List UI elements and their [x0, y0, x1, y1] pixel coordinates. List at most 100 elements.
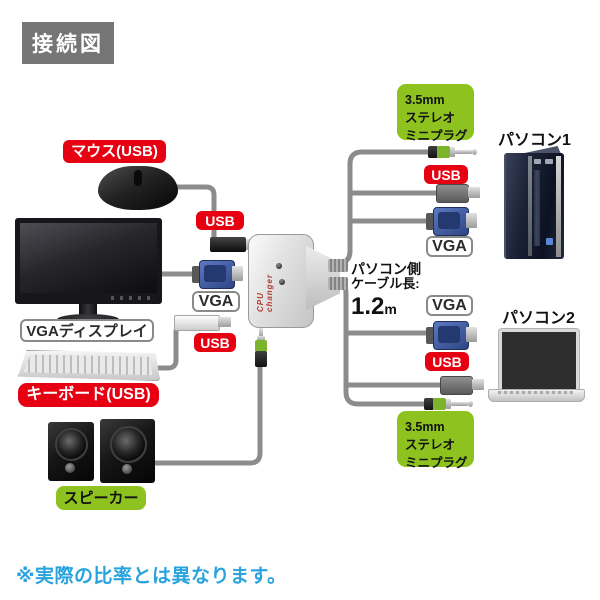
- monitor-image: [15, 218, 162, 325]
- usb-plug-tip: [472, 379, 484, 390]
- usb-label-keyboard: USB: [194, 333, 236, 352]
- cable-length-value: 1.2: [351, 293, 385, 321]
- audio-label-pc2: 3.5mm ステレオ ミニプラグ: [397, 411, 474, 470]
- audio-tip: [259, 328, 263, 337]
- speaker-left: [48, 422, 94, 481]
- monitor-buttons: [111, 296, 155, 300]
- speaker-right: [100, 419, 155, 483]
- audio-base: [428, 146, 438, 158]
- laptop-keyboard: [498, 391, 573, 394]
- audio-shaft: [455, 150, 472, 154]
- keyboard-image: [18, 350, 160, 381]
- vga-face: [438, 326, 460, 343]
- laptop-screen: [499, 329, 579, 394]
- vga-tip: [466, 213, 477, 228]
- usb-plug-tip: [218, 317, 231, 327]
- keyboard-label: キーボード(USB): [18, 383, 159, 407]
- audio-collar: [446, 399, 451, 409]
- audio-base: [424, 398, 434, 410]
- audio-label-line2: ステレオ: [405, 438, 456, 453]
- usb-plug-body: [436, 184, 469, 203]
- audio-tip: [472, 149, 477, 155]
- audio-plug-pc1-icon: [428, 145, 480, 159]
- display-label: VGAディスプレイ: [20, 319, 154, 342]
- pc2-label: パソコン2: [502, 310, 575, 327]
- tower-logo: [546, 238, 553, 245]
- usb-plug-body: [440, 376, 473, 395]
- audio-label-line3: ミニプラグ: [405, 129, 468, 144]
- usb-label-pc2: USB: [425, 352, 469, 371]
- mouse-label: マウス(USB): [63, 140, 166, 163]
- diagram-title: 接続図: [22, 22, 114, 64]
- cable-length-unit: m: [384, 301, 397, 318]
- speaker-knob: [122, 464, 132, 474]
- mouse-image: [98, 164, 178, 211]
- usb-plug-keyboard-icon: [174, 315, 234, 331]
- usb-plug-tip: [468, 187, 480, 198]
- monitor-screen: [20, 223, 157, 293]
- audio-label-line1: 3.5mm: [405, 420, 445, 434]
- usb-plug-body: [210, 237, 246, 252]
- kvm-switch-image: CPU changer: [248, 230, 352, 330]
- footer-note: ※実際の比率とは異なります。: [16, 566, 287, 587]
- usb-plug-pc2-icon: [440, 376, 486, 395]
- vga-plug-pc2-icon: [426, 319, 477, 350]
- tower-optical-drive: [534, 170, 540, 246]
- audio-band: [433, 398, 446, 410]
- usb-plug-body: [174, 315, 220, 331]
- vga-label-pc1: VGA: [426, 236, 473, 257]
- vga-face: [204, 265, 226, 282]
- speakers-label: スピーカー: [56, 486, 146, 510]
- cable-note-line1: パソコン側: [351, 261, 421, 277]
- mouse-wheel: [134, 170, 142, 186]
- audio-plug-pc2-icon: [424, 397, 476, 411]
- vga-boot: [192, 266, 201, 283]
- cable-note-line2: ケーブル長:: [351, 276, 420, 292]
- audio-tip: [468, 401, 473, 407]
- audio-plug-speakers-icon: [253, 328, 269, 368]
- usb-plug-pc1-icon: [436, 184, 482, 203]
- tower-front-edge: [528, 156, 532, 256]
- vga-label-monitor: VGA: [192, 291, 240, 312]
- vga-tip: [466, 327, 477, 342]
- audio-shaft: [451, 402, 468, 406]
- audio-label-line3: ミニプラグ: [405, 456, 468, 471]
- audio-label-line2: ステレオ: [405, 111, 456, 126]
- pc1-label: パソコン1: [498, 132, 571, 149]
- speakers-image: [46, 419, 158, 485]
- tower-top: [506, 146, 562, 156]
- audio-label-line1: 3.5mm: [405, 93, 445, 107]
- tower-side-edge: [556, 156, 561, 257]
- kvm-brand-text: CPU changer: [256, 273, 274, 312]
- vga-boot: [426, 213, 435, 230]
- kvm-led-2: [279, 279, 285, 285]
- vga-plug-monitor-icon: [192, 258, 244, 290]
- audio-band: [255, 340, 267, 352]
- audio-label-pc1: 3.5mm ステレオ ミニプラグ: [397, 84, 474, 143]
- audio-collar: [257, 336, 265, 341]
- cable-note-value-row: 1.2m: [351, 293, 441, 321]
- tower-bay-2: [545, 159, 553, 164]
- pc1-tower-image: [504, 146, 566, 260]
- cable-length-note: パソコン側 ケーブル長: 1.2m: [351, 261, 441, 321]
- vga-label-pc2: VGA: [426, 295, 473, 316]
- usb-label-mouse: USB: [196, 211, 244, 230]
- tower-bay-1: [534, 159, 541, 164]
- vga-tip: [232, 266, 243, 281]
- vga-face: [438, 212, 460, 229]
- vga-plug-pc1-icon: [426, 205, 477, 236]
- usb-label-pc1: USB: [424, 165, 468, 184]
- speaker-woofer: [110, 426, 147, 463]
- audio-base: [255, 351, 267, 367]
- kvm-led-1: [276, 263, 282, 269]
- kvm-cable-stub-2: [328, 277, 348, 290]
- vga-boot: [426, 327, 435, 344]
- audio-collar: [450, 147, 455, 157]
- keyboard-keys: [23, 354, 153, 376]
- speaker-woofer: [55, 428, 88, 461]
- kvm-cable-stub-1: [328, 259, 348, 272]
- speaker-knob: [65, 463, 75, 473]
- pc2-laptop-image: [488, 327, 585, 403]
- audio-band: [437, 146, 450, 158]
